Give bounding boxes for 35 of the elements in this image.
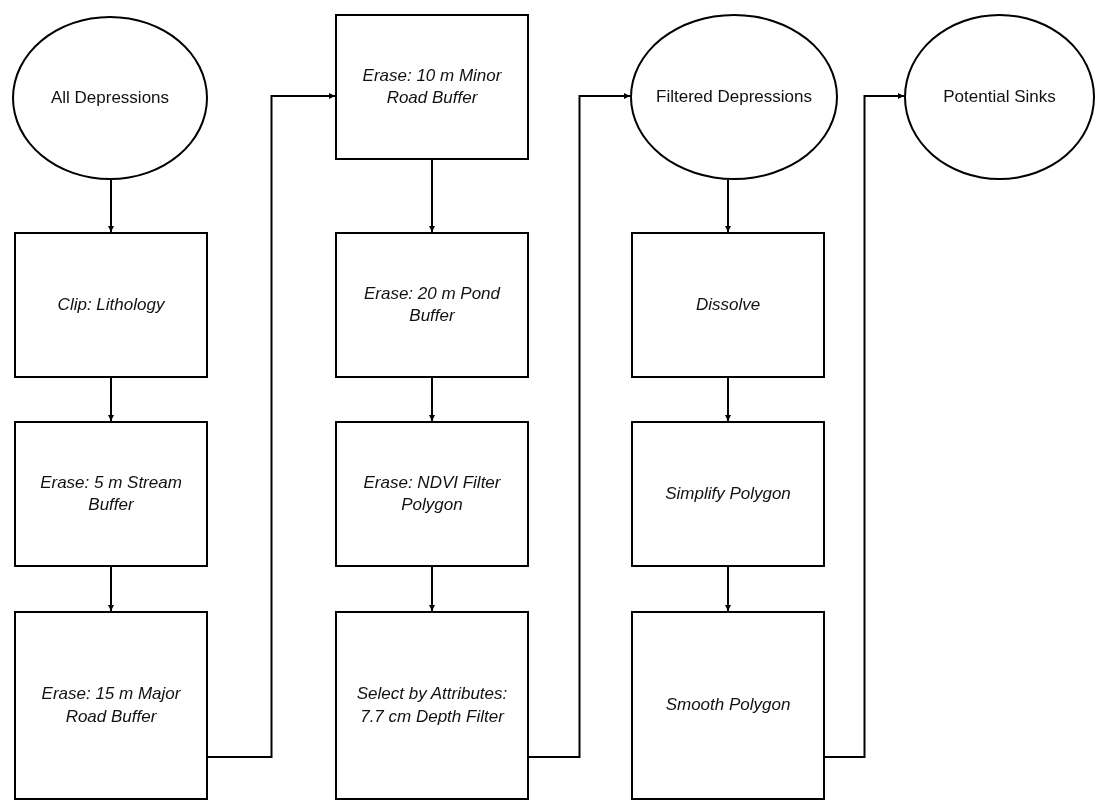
process-box — [14, 611, 208, 800]
node-label: Filtered Depressions — [655, 85, 813, 108]
arrow — [429, 159, 435, 233]
node-label: Erase: 15 m Major Road Buffer — [40, 683, 182, 728]
process-box — [335, 421, 529, 567]
node-label: Select by Attributes: 7.7 cm Depth Filter — [355, 683, 509, 728]
process-box — [631, 232, 825, 378]
node-label: Erase: 10 m Minor Road Buffer — [361, 64, 503, 109]
arrow — [725, 377, 731, 422]
arrow — [108, 566, 114, 612]
node-label: Potential Sinks — [942, 85, 1057, 108]
node-label: All Depressions — [49, 86, 171, 109]
process-box — [631, 611, 825, 800]
process-box — [631, 421, 825, 567]
node-label: Simplify Polygon — [664, 482, 792, 505]
process-box — [14, 421, 208, 567]
node-label: Erase: NDVI Filter Polygon — [362, 471, 502, 516]
node-label: Smooth Polygon — [664, 694, 792, 717]
node-label: Erase: 5 m Stream Buffer — [39, 471, 183, 516]
arrow — [725, 179, 731, 233]
process-box — [335, 611, 529, 800]
node-label: Erase: 20 m Pond Buffer — [362, 282, 502, 327]
node-label: Clip: Lithology — [56, 293, 166, 316]
process-box — [335, 14, 529, 160]
arrow — [725, 566, 731, 612]
node-label: Dissolve — [694, 293, 762, 316]
arrow — [824, 93, 905, 758]
arrow — [528, 93, 631, 758]
arrow — [429, 377, 435, 422]
arrow — [108, 377, 114, 422]
arrow — [108, 179, 114, 233]
arrow — [207, 93, 336, 758]
arrow — [429, 566, 435, 612]
process-box — [335, 232, 529, 378]
process-box — [14, 232, 208, 378]
